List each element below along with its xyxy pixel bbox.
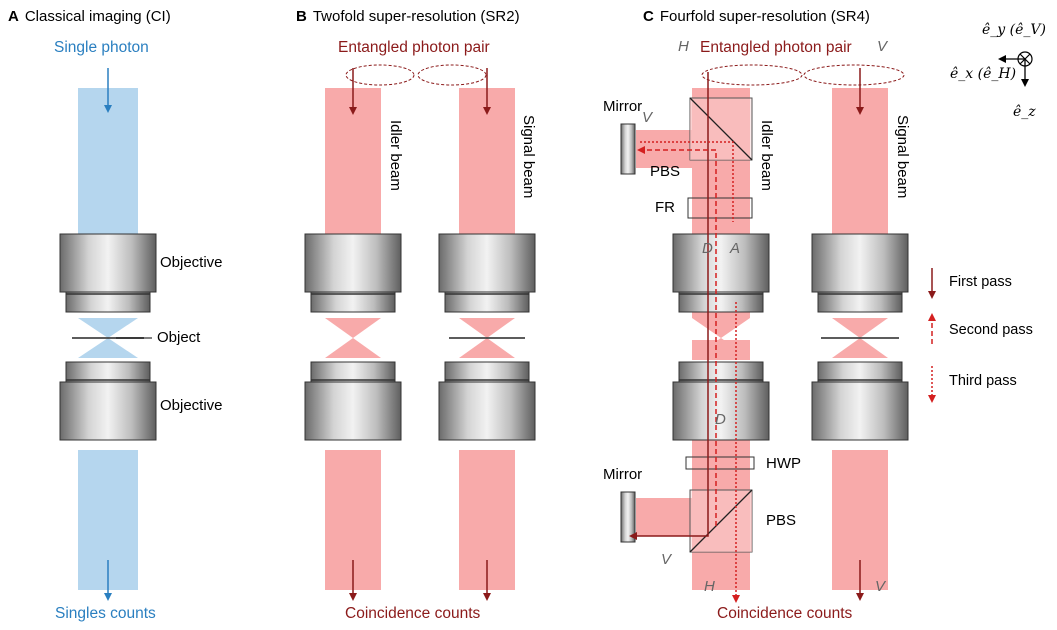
pol-h-bottom: H: [704, 578, 715, 595]
objective-top-signal-b: [438, 233, 536, 313]
ez-axis-label: ê_z: [1013, 104, 1036, 120]
object-label: Object: [157, 329, 201, 346]
pol-h-top: H: [678, 38, 689, 55]
mirror-top-label: Mirror: [603, 98, 643, 115]
signal-beam-label-b: Signal beam: [520, 115, 537, 199]
pbs-top-label: PBS: [650, 163, 681, 180]
entangled-pair-label-c: Entangled photon pair: [700, 39, 852, 56]
panel-b: [304, 64, 536, 601]
legend-second-label: Second pass: [949, 322, 1033, 338]
objective-bottom-a: [59, 361, 157, 441]
pbs-top: [689, 97, 753, 161]
entanglement-lobe-left-b: [345, 64, 415, 86]
entangled-pair-label-b: Entangled photon pair: [338, 39, 490, 56]
idler-focus-c: [692, 318, 750, 358]
entanglement-lobe-left-c: [701, 64, 803, 86]
half-wave-plate: [685, 456, 755, 470]
panel-a: [59, 68, 157, 601]
signal-focus-b: [459, 318, 515, 358]
objective-bottom-idler-c: [672, 361, 770, 441]
objective-top-signal-c: [811, 233, 909, 313]
objective-top-idler-b: [304, 233, 402, 313]
pol-a-objective: A: [730, 240, 741, 257]
idler-beam-c-middle: [692, 312, 750, 318]
objective-top-a: [59, 233, 157, 313]
idler-beam-label-c: Idler beam: [758, 120, 775, 191]
pol-v-bottom: V: [875, 578, 886, 595]
singles-counts-label: Singles counts: [55, 605, 156, 622]
legend-third-label: Third pass: [949, 373, 1017, 389]
faraday-rotator: [687, 197, 753, 219]
mirror-beam-top: [636, 130, 692, 168]
objective-bottom-signal-c: [811, 361, 909, 441]
legend-first-label: First pass: [949, 274, 1012, 290]
first-pass-path: [629, 72, 709, 540]
pol-d-objective: D: [702, 240, 713, 257]
classical-focus-cone-lower: [78, 338, 138, 358]
entanglement-lobe-right-b: [417, 64, 487, 86]
idler-beam-label-b: Idler beam: [387, 120, 404, 191]
idler-focus-b: [325, 318, 381, 358]
pol-v-mirror-top: V: [642, 109, 653, 126]
pol-v-mirror-bottom: V: [661, 551, 672, 568]
pol-d-lower: D: [715, 411, 726, 428]
signal-focus-c: [832, 318, 888, 358]
hwp-label: HWP: [766, 455, 801, 472]
coincidence-counts-label-b: Coincidence counts: [345, 605, 481, 622]
coincidence-counts-label-c: Coincidence counts: [717, 605, 853, 622]
mirror-top: [620, 123, 636, 175]
objective-bottom-label: Objective: [160, 397, 223, 414]
pbs-bottom: [689, 489, 753, 553]
axes-gizmo: [998, 51, 1033, 87]
second-pass-path: [637, 146, 717, 526]
objective-bottom-signal-b: [438, 361, 536, 441]
panel-c: [620, 64, 909, 603]
fr-label: FR: [655, 199, 675, 216]
pbs-bottom-label: PBS: [766, 512, 797, 529]
classical-focus-cone-upper: [78, 318, 138, 338]
third-pass-path: [640, 141, 734, 222]
ex-axis-label: ê_x (ê_H): [950, 66, 1017, 82]
classical-beam-upper: [78, 88, 138, 236]
objective-top-idler-c: [672, 233, 770, 313]
objective-bottom-idler-b: [304, 361, 402, 441]
mirror-beam-bottom: [636, 498, 692, 536]
pol-v-top: V: [877, 38, 888, 55]
mirror-bottom: [620, 491, 636, 543]
entanglement-lobe-right-c: [803, 64, 905, 86]
signal-beam-label-c: Signal beam: [894, 115, 911, 199]
ey-axis-label: ê_y (ê_V): [982, 22, 1046, 38]
single-photon-label: Single photon: [54, 39, 149, 56]
mirror-bottom-label: Mirror: [603, 466, 643, 483]
objective-top-label: Objective: [160, 254, 223, 271]
